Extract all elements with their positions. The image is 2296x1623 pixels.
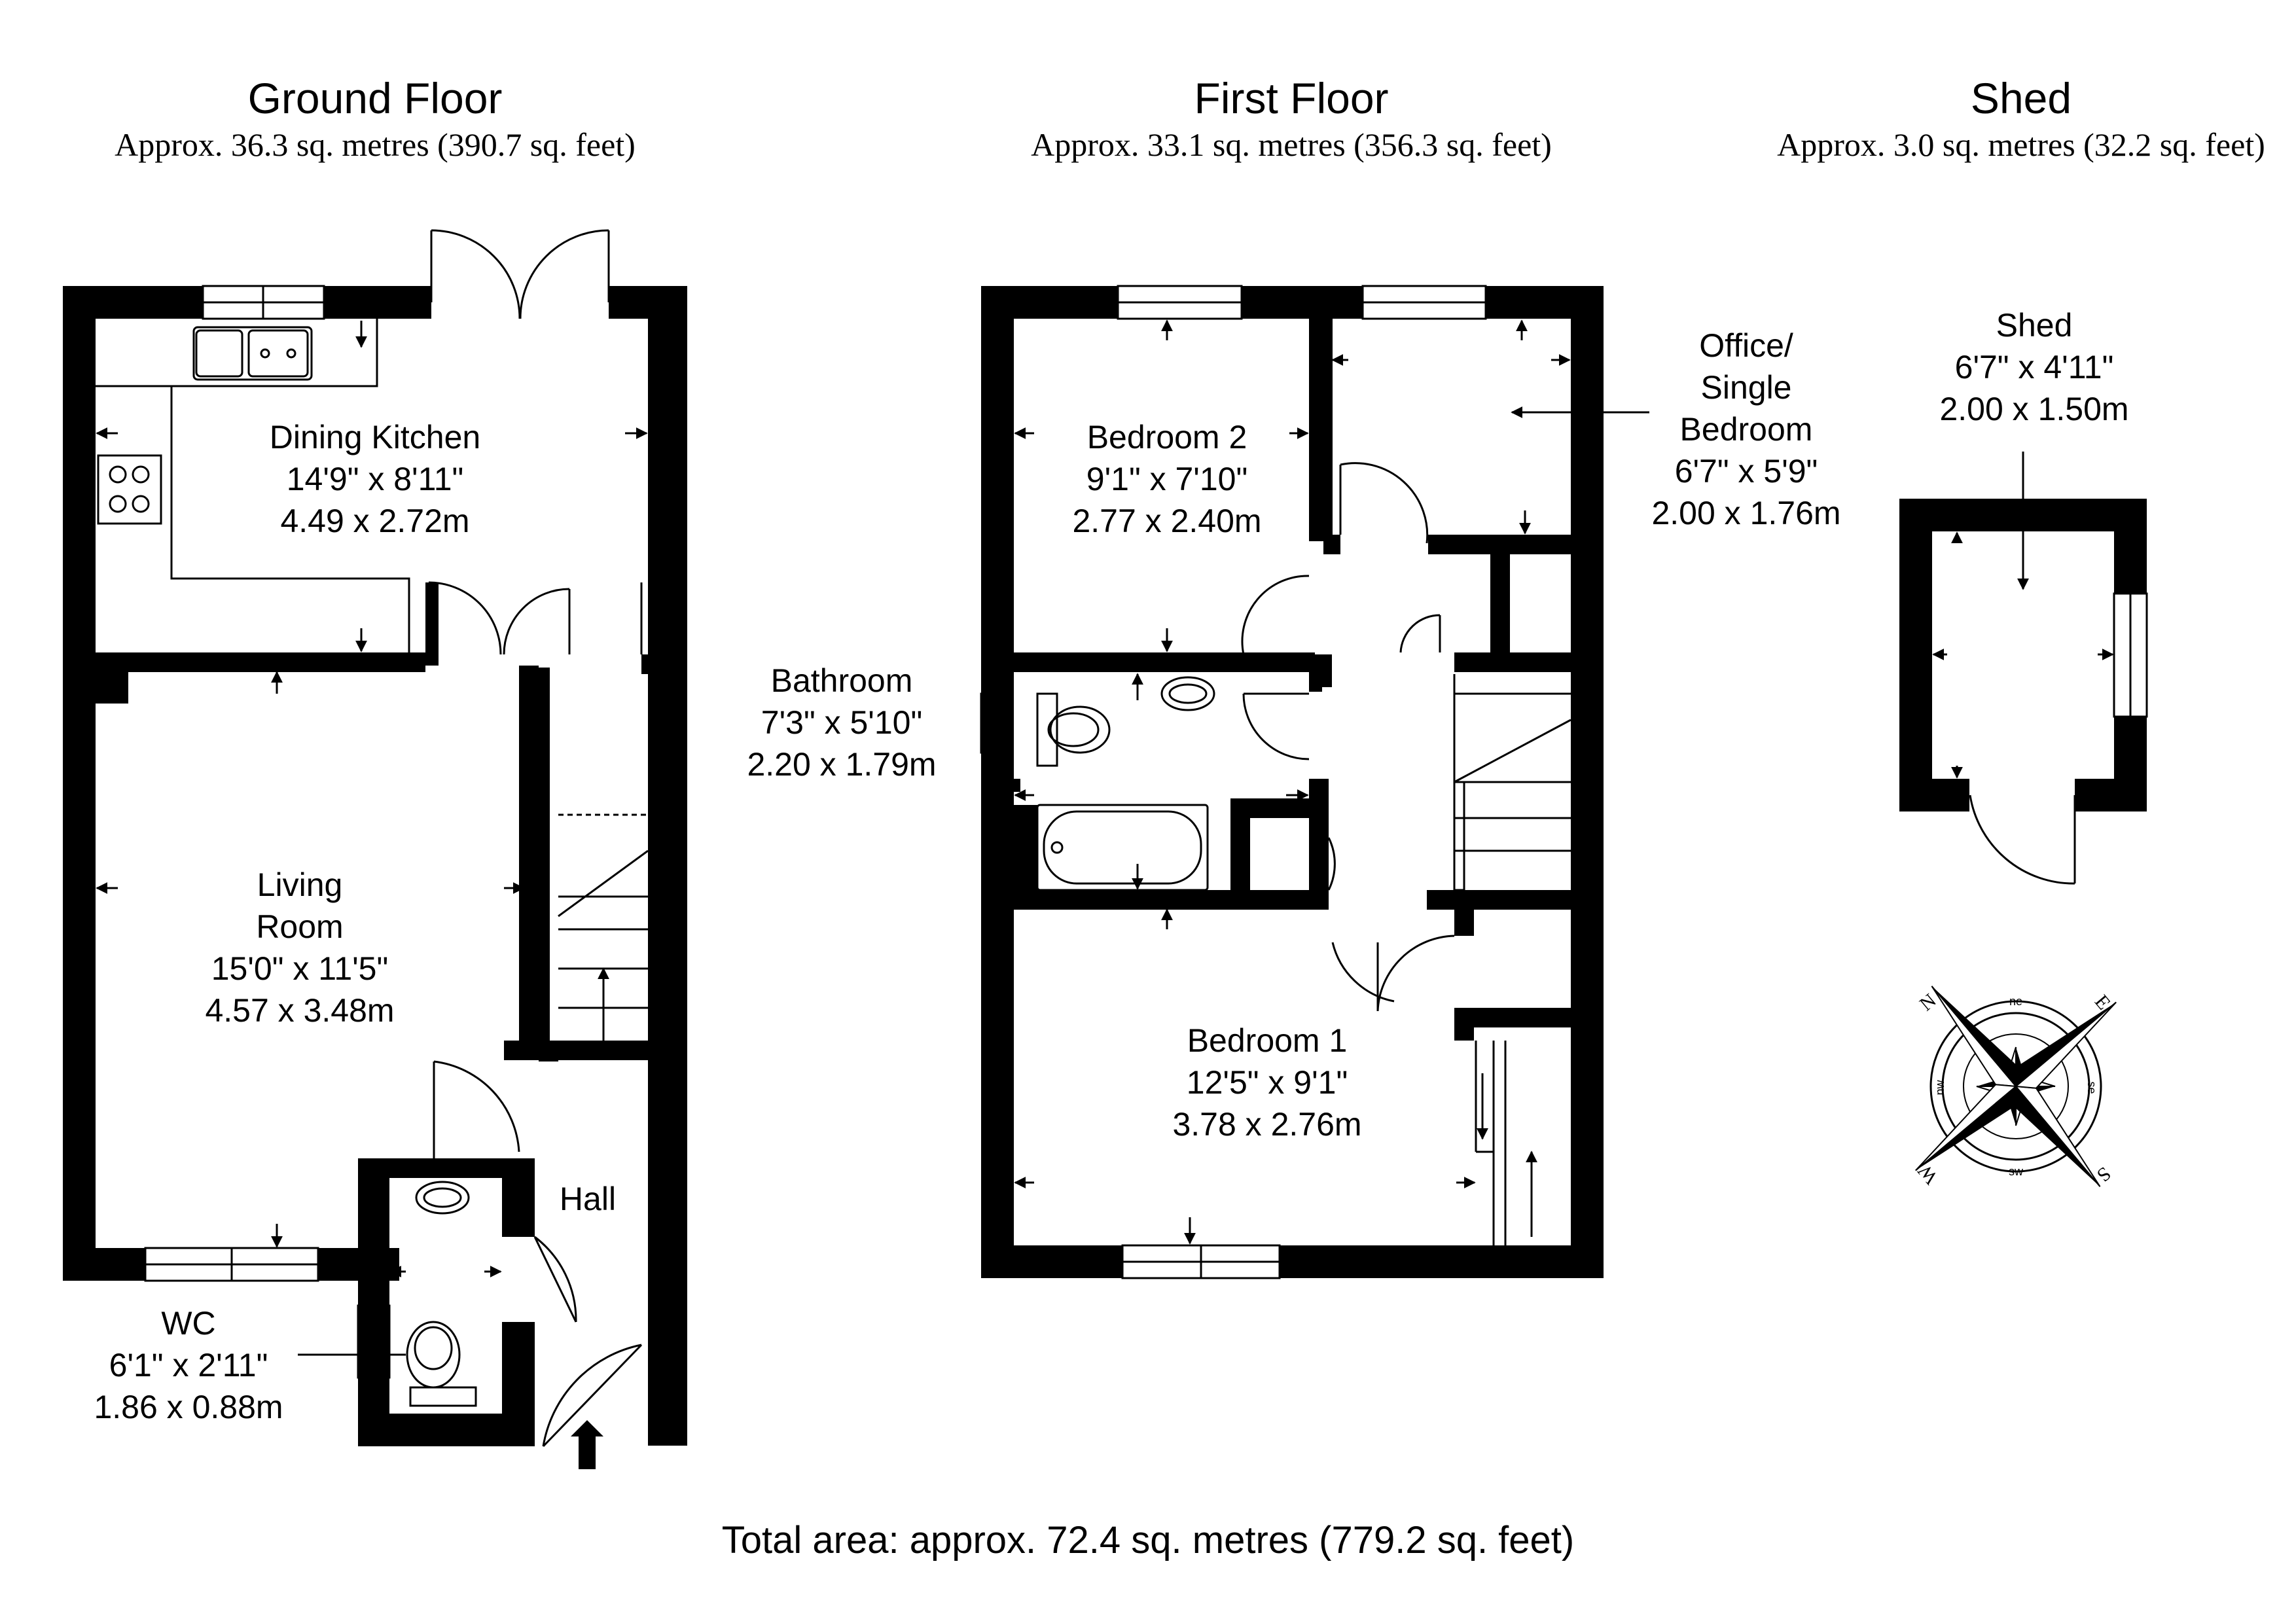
bedroom2-label: Bedroom 2 9'1" x 7'10" 2.77 x 2.40m bbox=[1072, 416, 1261, 542]
wc-imperial: 6'1" x 2'11" bbox=[109, 1347, 268, 1383]
shed-dimension-arrows bbox=[1932, 452, 2114, 779]
bedroom1-name: Bedroom 1 bbox=[1187, 1022, 1348, 1059]
shed-room-label: Shed 6'7" x 4'11" 2.00 x 1.50m bbox=[1939, 304, 2128, 430]
compass-nw-label: nw bbox=[1933, 1080, 1946, 1096]
compass-sw-label: sw bbox=[2009, 1165, 2023, 1178]
compass-se-label: se bbox=[2085, 1081, 2098, 1094]
first-floor-title: First Floor bbox=[1194, 74, 1389, 122]
total-area: Total area: approx. 72.4 sq. metres (779… bbox=[721, 1519, 1575, 1561]
shed-walls bbox=[1899, 499, 2147, 812]
kitchen-window bbox=[202, 285, 325, 320]
bedroom1-metric: 3.78 x 2.76m bbox=[1172, 1106, 1362, 1143]
first-floor-windows bbox=[980, 285, 1487, 1279]
ground-floor-stairs bbox=[558, 813, 649, 1047]
living-room-name-1: Living bbox=[257, 866, 343, 903]
entrance-arrow-icon bbox=[571, 1420, 603, 1469]
compass-rose-icon bbox=[1915, 986, 2117, 1187]
dining-kitchen-imperial: 14'9" x 8'11" bbox=[286, 461, 464, 497]
first-floor-header: First Floor Approx. 33.1 sq. metres (356… bbox=[1031, 72, 1552, 165]
shed-room-metric: 2.00 x 1.50m bbox=[1939, 391, 2129, 427]
shed-title: Shed bbox=[1970, 74, 2072, 122]
office-name-3: Bedroom bbox=[1679, 411, 1813, 448]
ground-floor-doors bbox=[427, 581, 643, 1448]
wc-metric: 1.86 x 0.88m bbox=[94, 1389, 283, 1425]
first-floor-doors bbox=[1241, 462, 1455, 1012]
bedroom1-wardrobe bbox=[1475, 1041, 1507, 1245]
hall-label: Hall bbox=[560, 1178, 616, 1220]
wc-name: WC bbox=[161, 1305, 216, 1342]
living-room-label: Living Room 15'0" x 11'5" 4.57 x 3.48m bbox=[205, 864, 394, 1031]
first-floor-walls bbox=[981, 286, 1604, 1278]
living-room-metric: 4.57 x 3.48m bbox=[205, 992, 395, 1029]
shed-window-and-door bbox=[1969, 592, 2148, 885]
first-floor-dimension-arrows bbox=[1014, 319, 1649, 1245]
office-name-1: Office/ bbox=[1699, 327, 1793, 364]
office-name-2: Single bbox=[1700, 369, 1792, 406]
bedroom2-name: Bedroom 2 bbox=[1086, 419, 1247, 455]
ground-floor-area: Approx. 36.3 sq. metres (390.7 sq. feet) bbox=[115, 126, 636, 163]
bathroom-label: Bathroom 7'3" x 5'10" 2.20 x 1.79m bbox=[747, 660, 936, 785]
shed-area: Approx. 3.0 sq. metres (32.2 sq. feet) bbox=[1777, 126, 2265, 163]
bathroom-name: Bathroom bbox=[770, 662, 913, 699]
hall-name: Hall bbox=[559, 1181, 617, 1217]
first-floor-stairs bbox=[1453, 674, 1571, 891]
dining-kitchen-label: Dining Kitchen 14'9" x 8'11" 4.49 x 2.72… bbox=[270, 416, 480, 542]
bathroom-fixtures bbox=[1036, 676, 1215, 891]
ground-floor-title: Ground Floor bbox=[247, 74, 503, 122]
bedroom1-imperial: 12'5" x 9'1" bbox=[1186, 1064, 1348, 1101]
bathroom-imperial: 7'3" x 5'10" bbox=[761, 704, 923, 741]
bedroom2-imperial: 9'1" x 7'10" bbox=[1086, 461, 1248, 497]
bedroom1-label: Bedroom 1 12'5" x 9'1" 3.78 x 2.76m bbox=[1172, 1020, 1361, 1145]
shed-plan bbox=[1899, 452, 2148, 885]
bedroom2-metric: 2.77 x 2.40m bbox=[1072, 503, 1262, 539]
shed-header: Shed Approx. 3.0 sq. metres (32.2 sq. fe… bbox=[1777, 72, 2265, 165]
shed-room-name: Shed bbox=[1996, 307, 2073, 344]
first-floor-area: Approx. 33.1 sq. metres (356.3 sq. feet) bbox=[1031, 126, 1552, 163]
office-imperial: 6'7" x 5'9" bbox=[1674, 453, 1818, 490]
living-room-imperial: 15'0" x 11'5" bbox=[211, 950, 389, 987]
first-floor-plan bbox=[980, 285, 1649, 1279]
dining-kitchen-name: Dining Kitchen bbox=[269, 419, 481, 455]
shed-room-imperial: 6'7" x 4'11" bbox=[1954, 349, 2114, 385]
living-room-window bbox=[144, 1247, 319, 1282]
living-room-name-2: Room bbox=[256, 908, 344, 945]
wc-fixtures bbox=[406, 1181, 477, 1407]
ground-floor-plan bbox=[63, 229, 687, 1469]
compass-ne-label: ne bbox=[2009, 995, 2023, 1008]
wc-label: WC 6'1" x 2'11" 1.86 x 0.88m bbox=[94, 1302, 283, 1428]
dining-kitchen-metric: 4.49 x 2.72m bbox=[280, 503, 470, 539]
wc-window bbox=[357, 1304, 391, 1379]
ground-floor-dimension-arrows bbox=[96, 321, 648, 1356]
ground-floor-header: Ground Floor Approx. 36.3 sq. metres (39… bbox=[115, 72, 636, 165]
bathroom-metric: 2.20 x 1.79m bbox=[747, 746, 937, 783]
office-label: Office/ Single Bedroom 6'7" x 5'9" 2.00 … bbox=[1651, 325, 1840, 534]
patio-doors bbox=[430, 229, 610, 319]
kitchen-worktop bbox=[96, 319, 410, 652]
office-metric: 2.00 x 1.76m bbox=[1651, 495, 1841, 531]
ground-floor-walls bbox=[63, 286, 687, 1446]
